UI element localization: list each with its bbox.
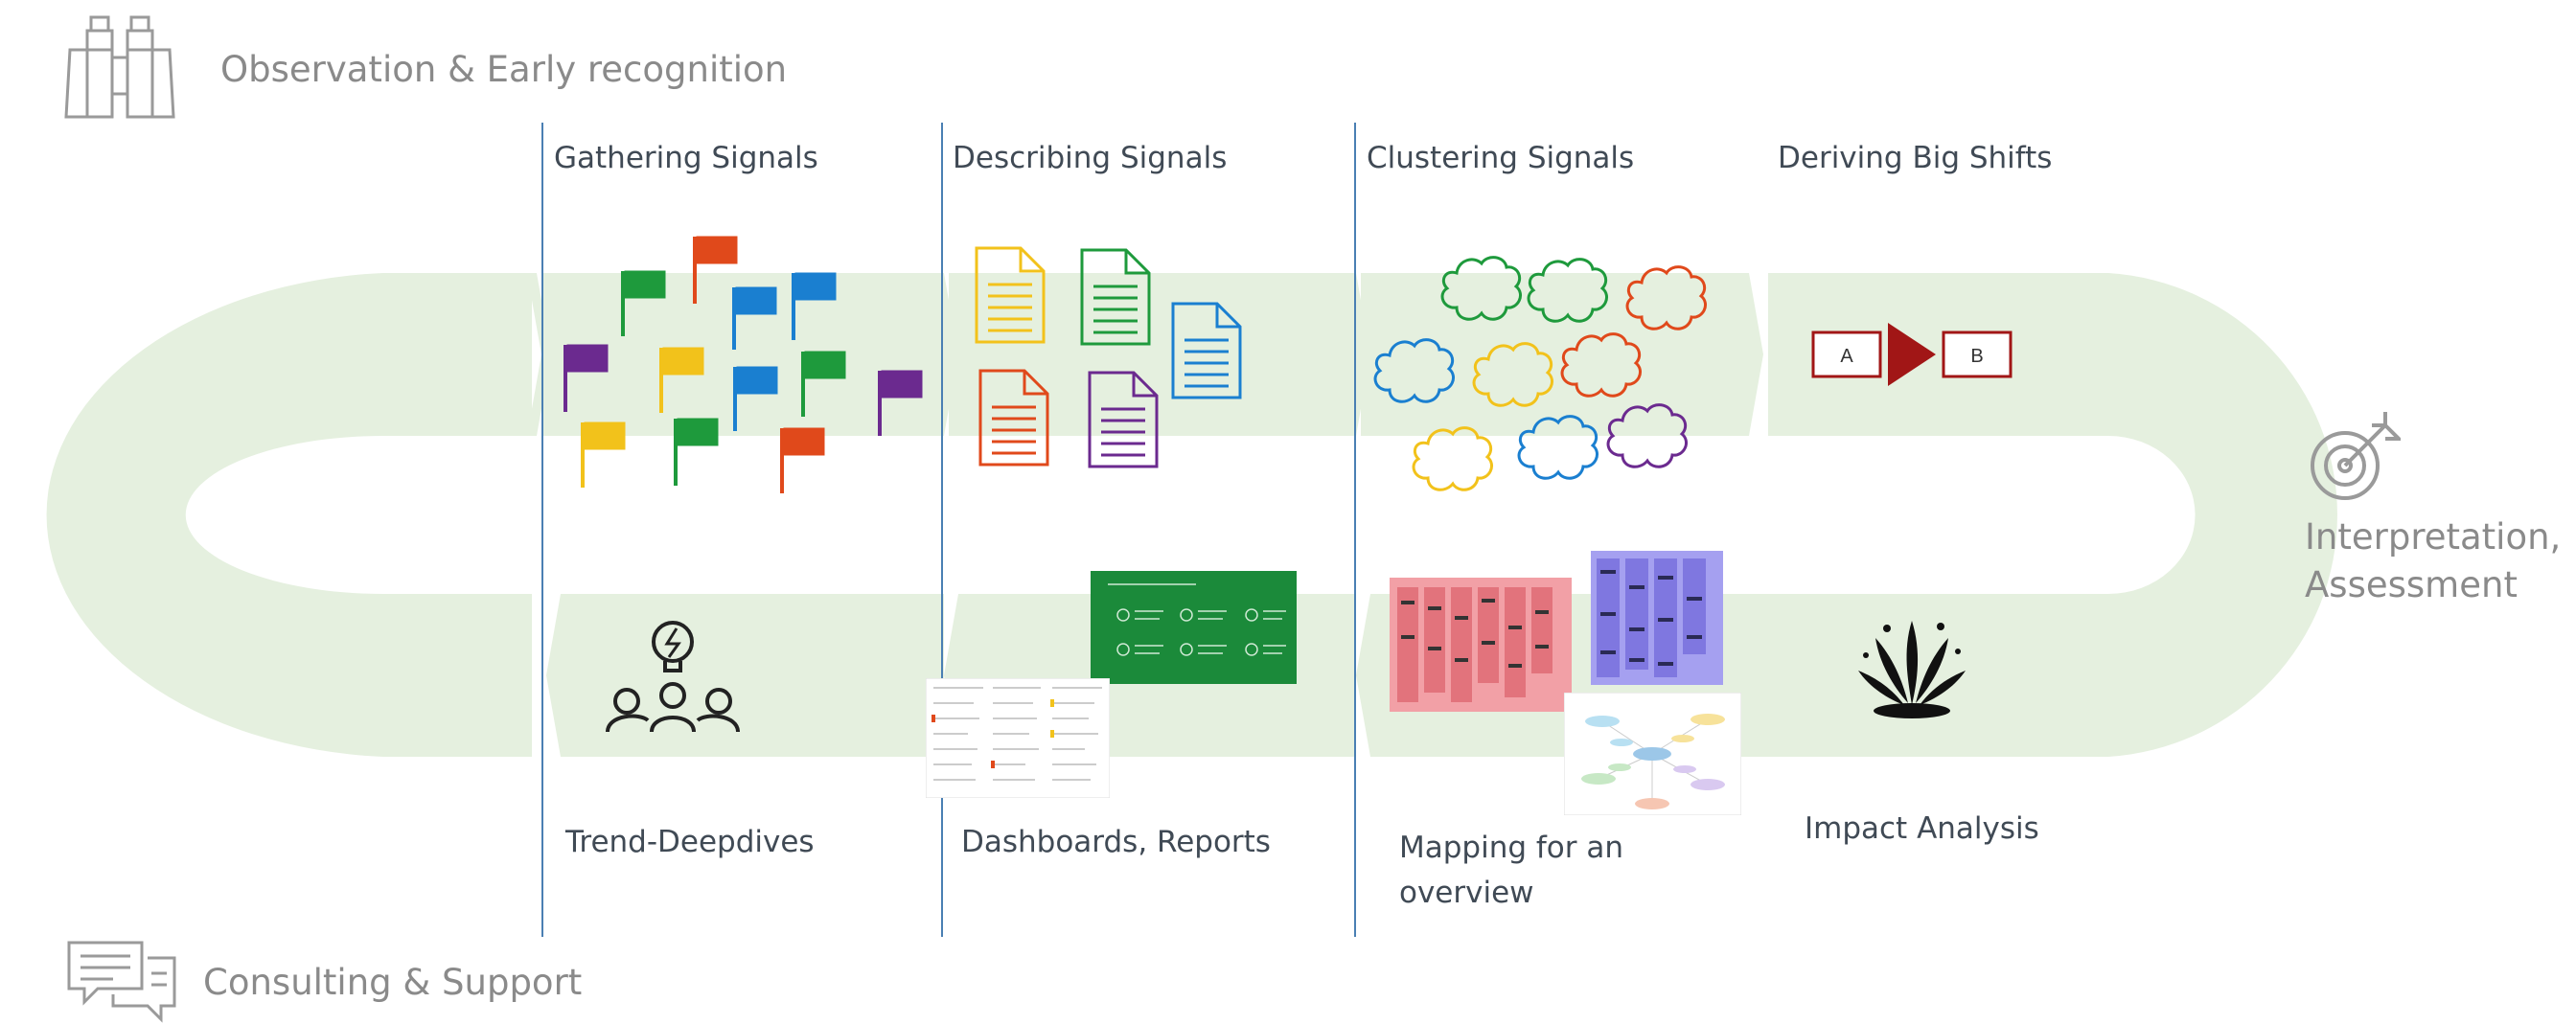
- document-yellow: [975, 246, 1046, 344]
- red-mapping-thumbnail: [1390, 578, 1572, 712]
- bottom-title: Consulting & Support: [203, 962, 583, 1003]
- column-divider-1: [541, 123, 543, 937]
- shift-label-a: A: [1840, 346, 1853, 367]
- document-blue: [1171, 302, 1242, 399]
- document-green: [1080, 248, 1151, 346]
- stage-describing-signals: Describing Signals: [953, 141, 1228, 175]
- stage-dashboards-reports: Dashboards, Reports: [961, 825, 1271, 859]
- cloud-orange-1: [1625, 265, 1708, 330]
- column-divider-2: [941, 123, 943, 937]
- mindmap-thumbnail: [1564, 693, 1741, 815]
- shift-label-b: B: [1970, 346, 1983, 367]
- green-dashboard-thumbnail: [1091, 571, 1297, 684]
- signal-clusters-icon: [1373, 256, 1708, 491]
- report-thumbnail: [926, 678, 1110, 798]
- flag-blue-1: [732, 286, 777, 350]
- flag-purple-1: [564, 344, 609, 412]
- shift-box-a: [1811, 330, 1882, 378]
- flag-purple-2: [878, 370, 923, 436]
- flag-red-2: [780, 427, 825, 493]
- flag-green-1: [621, 270, 666, 336]
- stage-mapping-overview: Mapping for an overview: [1399, 831, 1624, 910]
- purple-mapping-thumbnail: [1591, 551, 1723, 685]
- signal-documents-icon: [975, 246, 1242, 468]
- top-title: Observation & Early recognition: [220, 49, 788, 90]
- flag-green-3: [674, 418, 719, 486]
- flag-yellow-2: [581, 421, 626, 488]
- signal-flags-icon: [564, 236, 923, 493]
- left-loop-curve: [46, 273, 532, 757]
- right-title-line1: Interpretation,: [2305, 516, 2562, 558]
- top-band-segment-2: [949, 273, 1370, 436]
- cloud-yellow-2: [1412, 426, 1494, 491]
- flag-blue-3: [733, 366, 778, 431]
- target-icon: [2311, 412, 2401, 500]
- flag-yellow-1: [659, 347, 704, 413]
- shift-arrow: [1888, 323, 1936, 386]
- flag-blue-2: [792, 272, 837, 340]
- flag-red-1: [693, 236, 738, 304]
- cloud-blue-1: [1373, 338, 1456, 403]
- chat-bubbles-icon: [67, 941, 176, 1023]
- cloud-blue-2: [1517, 415, 1599, 480]
- cloud-purple-1: [1606, 403, 1689, 468]
- shift-box-b: [1942, 330, 2012, 378]
- cloud-green-1: [1440, 256, 1523, 321]
- cloud-orange-2: [1560, 332, 1643, 398]
- flag-green-2: [801, 351, 846, 417]
- top-band-segment-1: [541, 273, 958, 436]
- right-title-line2: Assessment: [2305, 564, 2518, 605]
- document-orange: [978, 369, 1049, 467]
- shift-diagram: A B: [1811, 323, 2012, 386]
- splash-icon: [1858, 621, 1966, 718]
- bottom-band-segment-1: [546, 594, 944, 757]
- top-band-segment-3: [1361, 273, 1763, 436]
- cloud-yellow-1: [1472, 342, 1554, 407]
- stage-clustering-signals: Clustering Signals: [1367, 141, 1635, 175]
- team-idea-icon: [606, 621, 740, 733]
- column-divider-3: [1354, 123, 1356, 937]
- document-purple: [1088, 371, 1159, 468]
- binoculars-icon: [64, 15, 175, 119]
- cloud-green-2: [1527, 258, 1609, 323]
- stage-impact-analysis: Impact Analysis: [1805, 811, 2039, 846]
- stage-trend-deepdives: Trend-Deepdives: [565, 825, 815, 859]
- stage-gathering-signals: Gathering Signals: [554, 141, 818, 175]
- stage-deriving-big-shifts: Deriving Big Shifts: [1778, 141, 2053, 175]
- top-band-tip-1: [527, 273, 551, 436]
